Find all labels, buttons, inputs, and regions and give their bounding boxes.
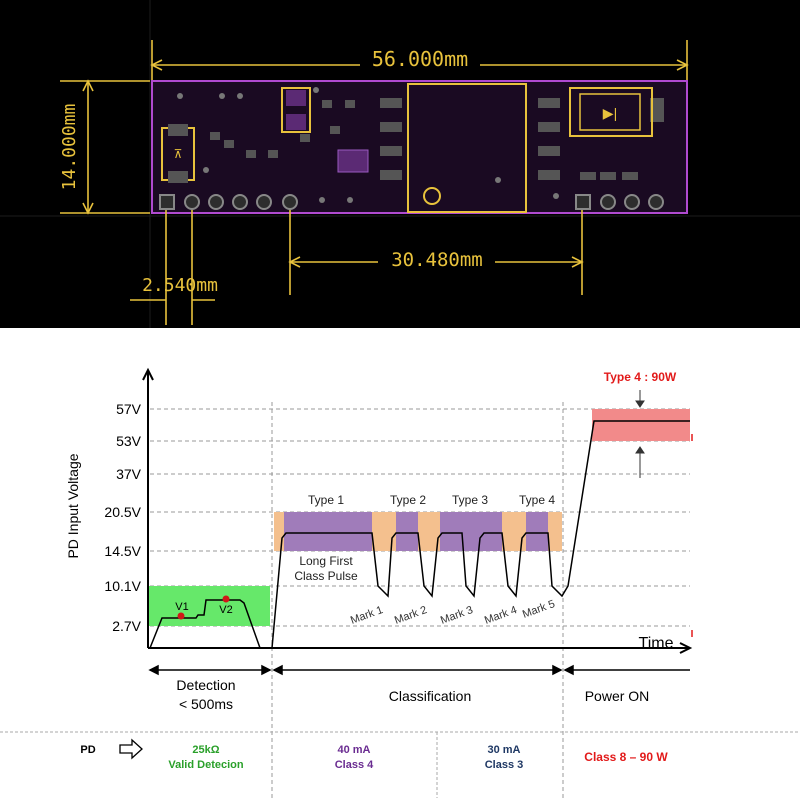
- class-purple-blocks: [284, 512, 548, 551]
- type-1-label: Type 1: [308, 493, 344, 507]
- class3-label: Class 3: [485, 759, 524, 771]
- power-class-label: Class 8 – 90 W: [584, 750, 668, 764]
- pd-voltage-waveform: [149, 420, 690, 649]
- y-tick-37v: 37V: [116, 466, 142, 482]
- phase-arrows: [148, 664, 690, 676]
- y-tick-53v: 53V: [116, 433, 142, 449]
- type-4-label: Type 4: [519, 493, 555, 507]
- long-pulse-label-line2: Class Pulse: [294, 569, 358, 583]
- board-outline: [151, 80, 688, 214]
- detection-status: Valid Detecion: [168, 759, 243, 771]
- mark-5-label: Mark 5: [521, 598, 557, 621]
- long-pulse-label-line1: Long First: [299, 554, 353, 568]
- right-arrow-icon: [119, 738, 143, 760]
- x-axis-label: Time: [639, 635, 674, 652]
- detection-resistance: 25kΩ: [192, 744, 219, 756]
- class4-current: 40 mA: [337, 744, 370, 756]
- v2-point: [222, 595, 230, 603]
- pcb-components: ⊼ ▶|: [159, 83, 664, 213]
- v2-label: V2: [219, 604, 232, 616]
- detection-phase-label: Detection: [176, 677, 235, 693]
- mark-1-label: Mark 1: [349, 604, 385, 627]
- y-tick-20-5v: 20.5V: [104, 504, 141, 520]
- axes: [142, 367, 693, 654]
- mark-4-label: Mark 4: [483, 604, 519, 627]
- pitch-dimension-label: 2.540mm: [142, 275, 218, 296]
- y-axis-label: PD Input Voltage: [65, 453, 81, 558]
- y-tick-57v: 57V: [116, 401, 142, 417]
- v1-point: [177, 612, 185, 620]
- v1-label: V1: [175, 601, 188, 613]
- y-tick-10-1v: 10.1V: [104, 578, 141, 594]
- y-tick-14-5v: 14.5V: [104, 543, 141, 559]
- power-band: [592, 409, 690, 441]
- classification-phase-label: Classification: [389, 688, 471, 704]
- svg-text:▶|: ▶|: [603, 105, 617, 121]
- class3-current: 30 mA: [487, 744, 520, 756]
- type-3-label: Type 3: [452, 493, 488, 507]
- timing-canvas: 57V 53V 37V 20.5V 14.5V 10.1V 2.7V PD In…: [0, 367, 800, 798]
- power-arrows: [635, 390, 645, 478]
- pcb-layout-view: 56.000mm 14.000mm 2.540mm 30.480mm ⊼: [0, 0, 800, 328]
- spacing-dimension-label: 30.480mm: [391, 249, 483, 271]
- power-on-phase-label: Power ON: [585, 688, 650, 704]
- svg-text:⊼: ⊼: [174, 147, 183, 161]
- width-dimension-label: 56.000mm: [372, 47, 468, 71]
- mark-2-label: Mark 2: [393, 604, 429, 627]
- mark-3-label: Mark 3: [439, 604, 475, 627]
- detection-duration-label: < 500ms: [179, 696, 233, 712]
- poe-timing-diagram: 57V 53V 37V 20.5V 14.5V 10.1V 2.7V PD In…: [0, 328, 800, 800]
- height-dimension-label: 14.000mm: [59, 104, 80, 191]
- detection-band: [148, 586, 270, 626]
- pd-label: PD: [80, 744, 95, 756]
- pcb-canvas: 56.000mm 14.000mm 2.540mm 30.480mm ⊼: [0, 0, 800, 328]
- power-type-label: Type 4 : 90W: [604, 370, 677, 384]
- class4-label: Class 4: [335, 759, 374, 771]
- y-tick-2-7v: 2.7V: [112, 618, 141, 634]
- type-2-label: Type 2: [390, 493, 426, 507]
